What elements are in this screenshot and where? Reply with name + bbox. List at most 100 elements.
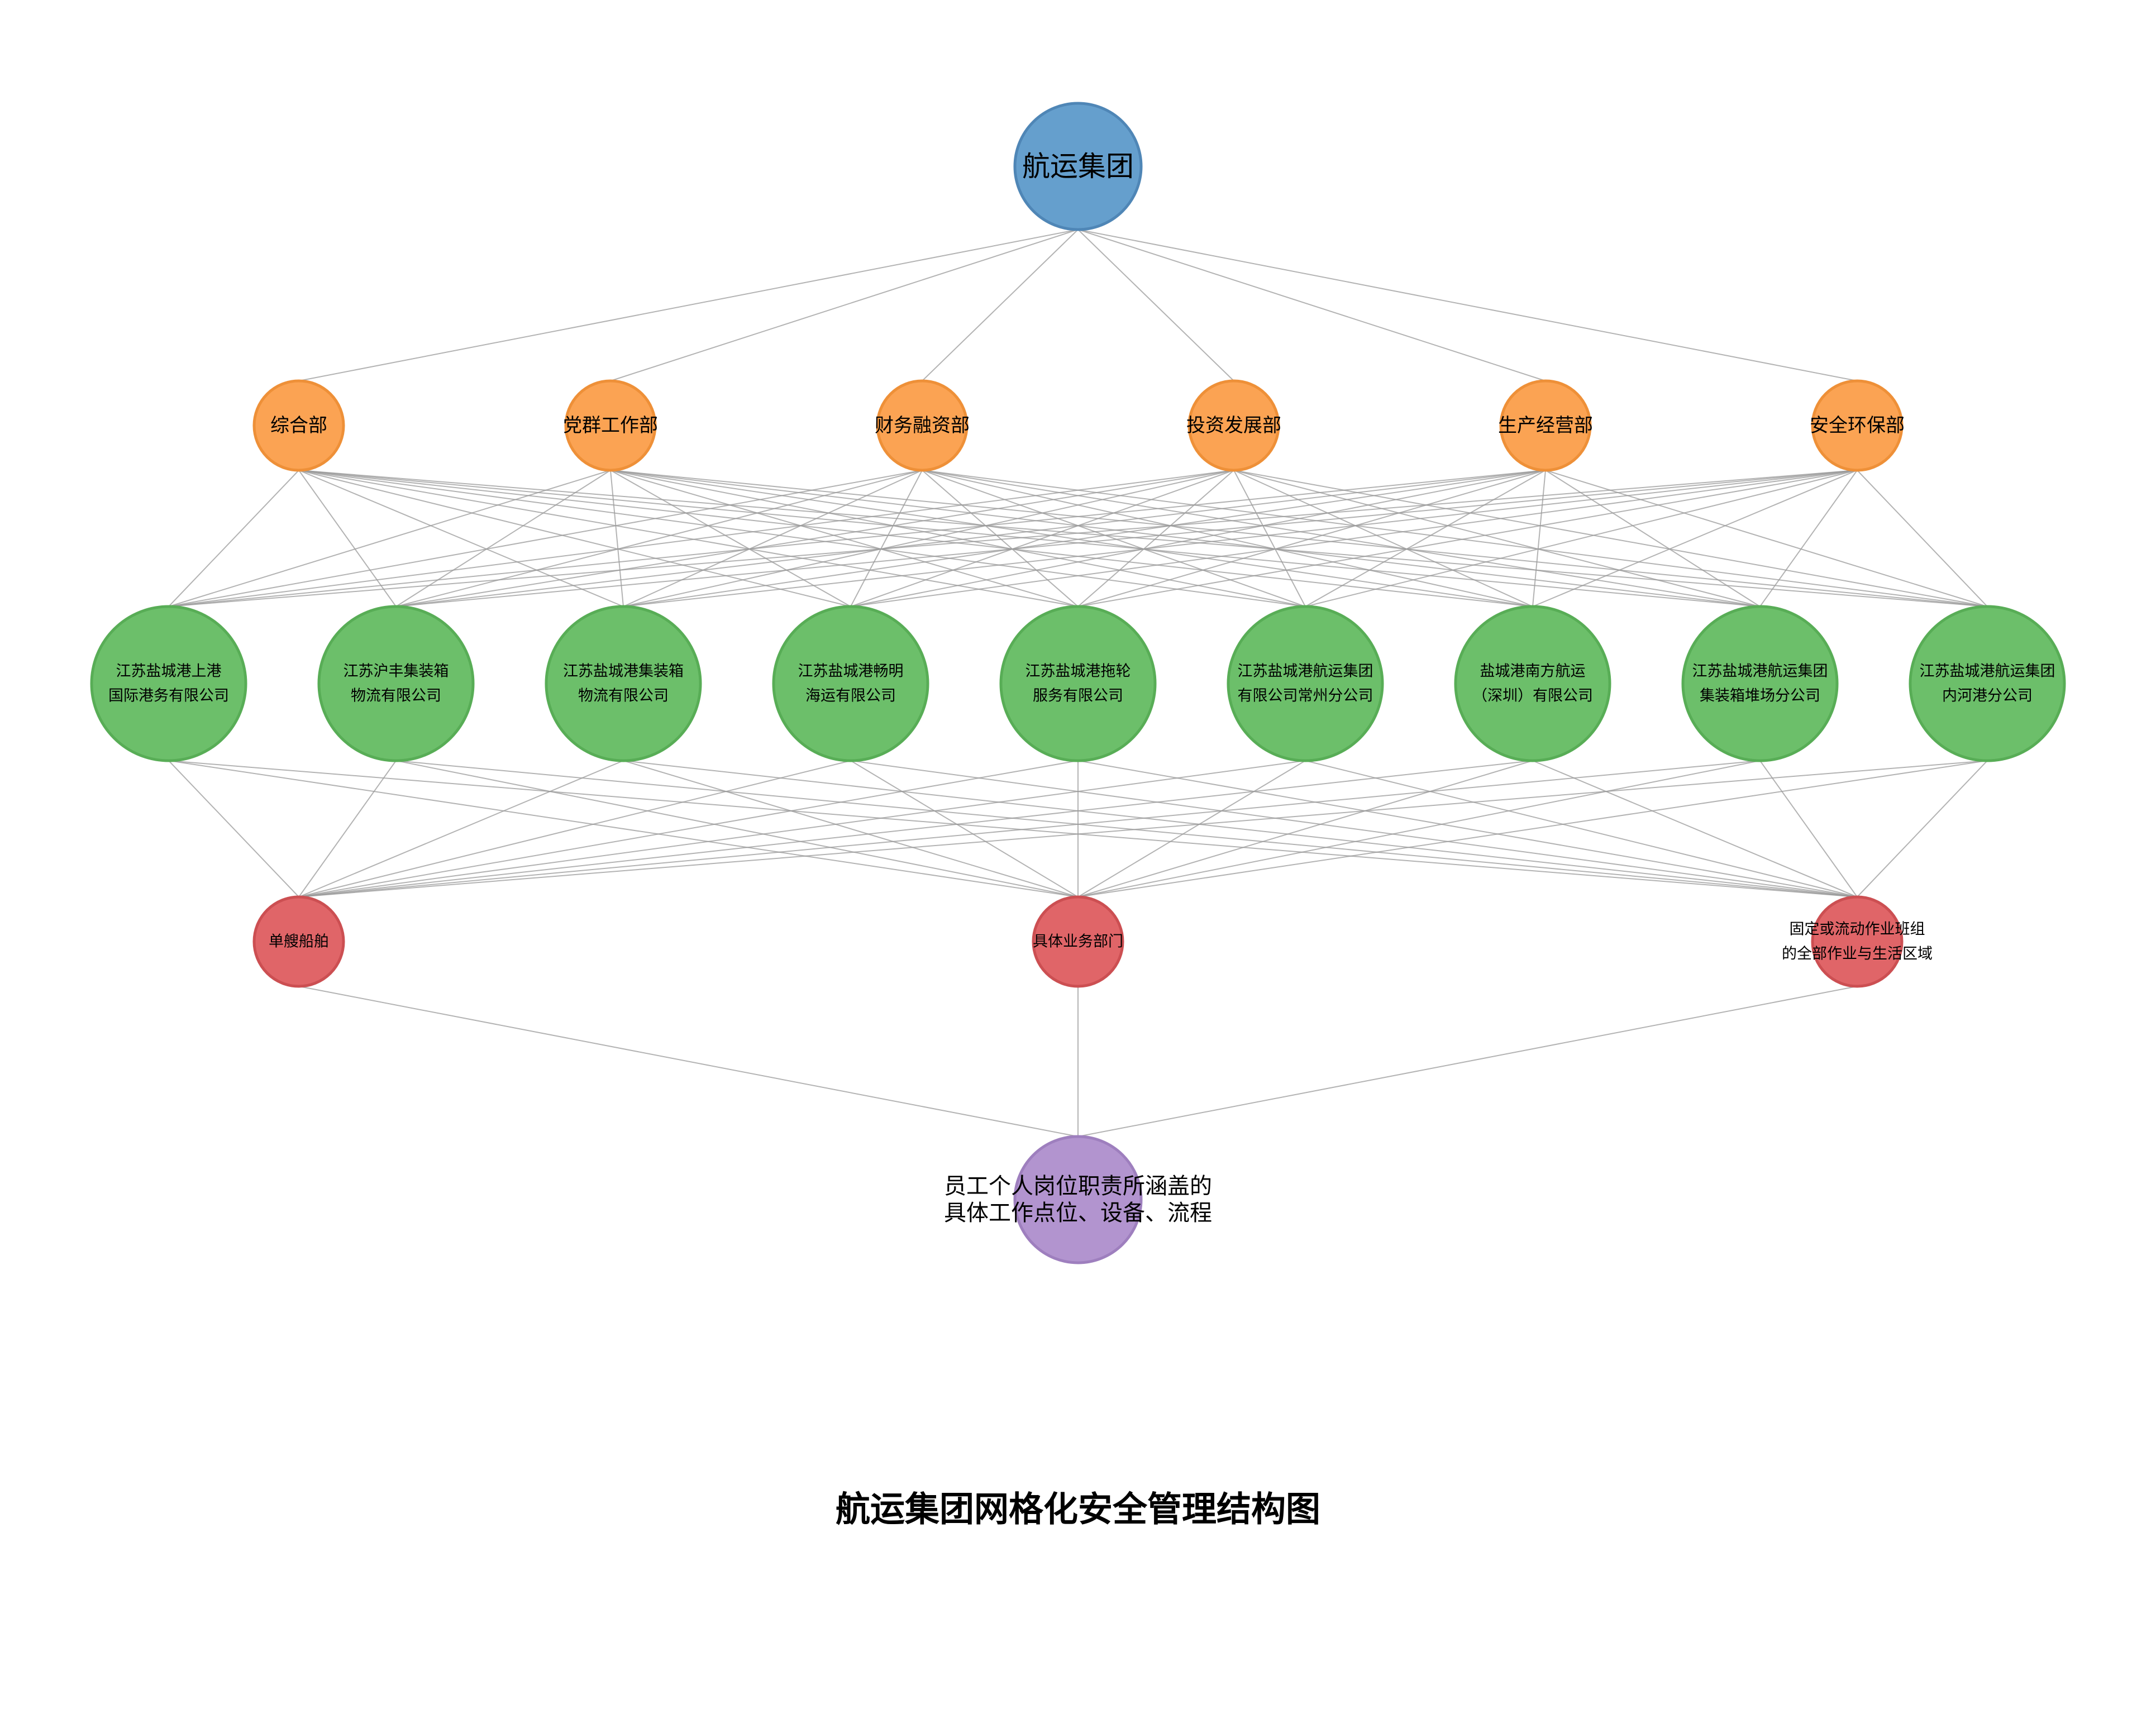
- edge-d3-c6: [922, 470, 1306, 607]
- node-label-d6-0: 安全环保部: [1810, 414, 1905, 437]
- edge-d3-c9: [922, 470, 1988, 607]
- edge-c6-u1: [298, 760, 1306, 897]
- diagram-title: 航运集团网格化安全管理结构图: [836, 1489, 1320, 1530]
- edge-c6-u3: [1305, 760, 1858, 897]
- edge-d5-c5: [1077, 470, 1546, 607]
- node-circle-c3: [545, 605, 702, 762]
- node-label-c8-0: 江苏盐城港航运集团: [1692, 663, 1828, 680]
- node-circle-c9: [1909, 605, 2066, 762]
- edge-d6-c7: [1532, 470, 1858, 607]
- edge-c2-u3: [395, 760, 1858, 897]
- edge-d1-c1: [168, 470, 299, 607]
- node-c7: 盐城港南方航运 （深圳）有限公司: [1454, 605, 1611, 762]
- node-label-c4-0: 江苏盐城港畅明: [798, 663, 904, 680]
- edge-c8-u3: [1759, 760, 1858, 897]
- edge-d3-c5: [922, 470, 1079, 607]
- node-label-u3-1: 的全部作业与生活区域: [1782, 946, 1933, 963]
- node-root: 航运集团: [1013, 102, 1143, 231]
- node-label-u1-0: 单艘船舶: [269, 933, 329, 951]
- node-label-d3-0: 财务融资部: [875, 414, 970, 437]
- edge-c3-u2: [623, 760, 1079, 897]
- node-label-c1-1: 国际港务有限公司: [108, 688, 229, 705]
- edge-c4-u2: [850, 760, 1079, 897]
- edge-c2-u2: [395, 760, 1079, 897]
- edge-c8-u2: [1077, 760, 1761, 897]
- edge-d6-c1: [168, 470, 1858, 607]
- edge-layer: [168, 229, 1988, 1137]
- node-label-c3-0: 江苏盐城港集装箱: [563, 663, 684, 680]
- edge-d5-c6: [1305, 470, 1546, 607]
- node-circle-d5: [1499, 379, 1592, 472]
- node-d3: 财务融资部: [875, 379, 970, 472]
- edge-c3-u1: [298, 760, 624, 897]
- edge-d4-c3: [623, 470, 1234, 607]
- node-circle-u3: [1811, 895, 1904, 988]
- edge-d2-c2: [395, 470, 611, 607]
- edge-root-d4: [1077, 229, 1234, 381]
- node-circle-e1: [1013, 1135, 1143, 1264]
- edge-d2-c6: [610, 470, 1306, 607]
- edge-d6-c4: [850, 470, 1858, 607]
- edge-d1-c7: [298, 470, 1533, 607]
- node-d5: 生产经营部: [1498, 379, 1593, 472]
- node-circle-d6: [1811, 379, 1904, 472]
- edge-d4-c2: [395, 470, 1234, 607]
- node-circle-c8: [1681, 605, 1839, 762]
- edge-d1-c5: [298, 470, 1079, 607]
- edge-c5-u1: [298, 760, 1079, 897]
- edge-d3-c2: [395, 470, 923, 607]
- node-label-c3-1: 物流有限公司: [578, 688, 669, 705]
- node-circle-c7: [1454, 605, 1611, 762]
- edge-c7-u1: [298, 760, 1533, 897]
- edge-d2-c9: [610, 470, 1988, 607]
- node-label-d1-0: 综合部: [270, 414, 327, 437]
- node-u1: 单艘船舶: [252, 895, 345, 988]
- edge-d5-c1: [168, 470, 1546, 607]
- node-circle-d4: [1187, 379, 1280, 472]
- node-label-c6-0: 江苏盐城港航运集团: [1238, 663, 1373, 680]
- edge-d2-c5: [610, 470, 1079, 607]
- node-d2: 党群工作部: [563, 379, 658, 472]
- node-d1: 综合部: [252, 379, 345, 472]
- edge-d3-c7: [922, 470, 1533, 607]
- node-label-c7-0: 盐城港南方航运: [1480, 663, 1586, 680]
- node-label-c7-1: （深圳）有限公司: [1472, 688, 1593, 705]
- edge-c2-u1: [298, 760, 397, 897]
- edge-c1-u1: [168, 760, 299, 897]
- edge-d1-c3: [298, 470, 624, 607]
- edge-d6-c9: [1857, 470, 1988, 607]
- edge-d1-c9: [298, 470, 1988, 607]
- edge-d4-c6: [1233, 470, 1306, 607]
- edge-c1-u3: [168, 760, 1858, 897]
- edge-c4-u1: [298, 760, 851, 897]
- node-label-c8-1: 集装箱堆场分公司: [1700, 688, 1820, 705]
- node-circle-root: [1013, 102, 1143, 231]
- node-label-u2-0: 具体业务部门: [1033, 933, 1123, 951]
- node-label-e1-0: 员工个人岗位职责所涵盖的: [944, 1173, 1212, 1199]
- node-circle-u1: [252, 895, 345, 988]
- edge-d2-c7: [610, 470, 1533, 607]
- edge-d2-c8: [610, 470, 1761, 607]
- node-circle-d1: [252, 379, 345, 472]
- edge-d6-c2: [395, 470, 1858, 607]
- edge-c7-u2: [1077, 760, 1533, 897]
- edge-d4-c1: [168, 470, 1234, 607]
- node-layer: 航运集团综合部党群工作部财务融资部投资发展部生产经营部安全环保部江苏盐城港上港国…: [90, 102, 2066, 1264]
- edge-c8-u1: [298, 760, 1761, 897]
- edge-root-d2: [610, 229, 1079, 381]
- edge-d1-c2: [298, 470, 397, 607]
- node-d6: 安全环保部: [1810, 379, 1905, 472]
- node-label-e1-1: 具体工作点位、设备、流程: [944, 1200, 1212, 1226]
- node-label-c5-0: 江苏盐城港拖轮: [1025, 663, 1131, 680]
- edge-d1-c4: [298, 470, 851, 607]
- node-circle-c2: [317, 605, 475, 762]
- edge-c5-u3: [1077, 760, 1858, 897]
- edge-d5-c7: [1532, 470, 1546, 607]
